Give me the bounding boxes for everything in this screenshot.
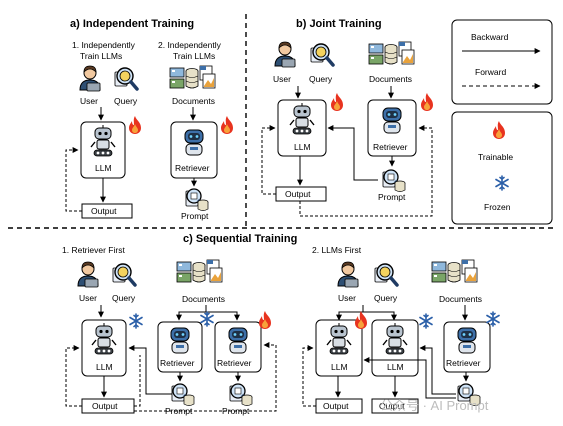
c1-prompt-b-label: Prompt	[222, 406, 250, 416]
a-user-label: User	[80, 96, 98, 106]
c1-retriever-a-label: Retriever	[160, 358, 195, 368]
b-llm-label: LLM	[294, 142, 311, 152]
c1-retriever-a-robot-icon	[170, 327, 190, 354]
c-sub2-label: 2. LLMs First	[312, 245, 362, 255]
b-user-label: User	[273, 74, 291, 84]
b-output-label: Output	[285, 189, 311, 199]
c2-output-b-label: Output	[379, 401, 405, 411]
c1-user-label: User	[79, 293, 97, 303]
a-subtitle-2: 2. Independently	[158, 40, 222, 50]
legend-trainable-label: Trainable	[478, 152, 513, 162]
c2-query-icon	[373, 262, 399, 287]
c2-retriever-robot-icon	[457, 327, 477, 354]
a-documents-label: Documents	[172, 96, 215, 106]
a-retriever-label: Retriever	[175, 163, 210, 173]
c2-llm-b-label: LLM	[387, 362, 404, 372]
c1-prompt-a-icon	[170, 382, 196, 407]
b-retriever-label: Retriever	[373, 142, 408, 152]
c1-query-icon	[111, 262, 137, 287]
c1-prompt-a-label: Prompt	[165, 406, 193, 416]
a-retriever-flame-icon	[221, 116, 233, 134]
c1-llm-snowflake-icon	[129, 313, 143, 329]
c1-query-label: Query	[112, 293, 136, 303]
a-llm-label: LLM	[95, 163, 112, 173]
c1-documents-label: Documents	[182, 294, 225, 304]
watermark: 公众号 · AI Prompt	[380, 398, 489, 413]
section-b-title: b) Joint Training	[296, 18, 382, 30]
c-sub1-label: 1. Retriever First	[62, 245, 125, 255]
b-documents-label: Documents	[369, 74, 412, 84]
a-subtitle-2b: Train LLMs	[173, 51, 215, 61]
c2-llm-a-label: LLM	[331, 362, 348, 372]
b-user-icon	[274, 41, 296, 68]
c1-prompt-b-icon	[228, 382, 254, 407]
legend-arrows-box	[451, 19, 553, 105]
a-user-icon	[79, 65, 101, 92]
section-a-title: a) Independent Training	[70, 18, 194, 30]
section-c-title: c) Sequential Training	[183, 233, 297, 245]
a-prompt-icon	[184, 187, 210, 212]
b-llm-flame-icon	[331, 93, 343, 111]
a-output-label: Output	[91, 206, 117, 216]
legend-forward-label: Forward	[475, 67, 506, 77]
a-subtitle-1b: Train LLMs	[80, 51, 122, 61]
c1-retriever-a-snowflake-icon	[200, 311, 214, 327]
b-prompt-icon	[381, 168, 407, 193]
b-query-icon	[309, 42, 335, 67]
a-query-label: Query	[114, 96, 138, 106]
a-llm-flame-icon	[129, 116, 141, 134]
a-subtitle-1: 1. Independently	[72, 40, 136, 50]
c1-llm-label: LLM	[96, 362, 113, 372]
c2-query-label: Query	[374, 293, 398, 303]
c2-documents-icon	[431, 259, 478, 283]
a-retriever-robot-icon	[184, 129, 204, 156]
c2-llm-b-snowflake-icon	[419, 313, 433, 329]
c2-output-a-label: Output	[323, 401, 349, 411]
c2-output-b-box	[371, 398, 419, 414]
c2-user-icon	[337, 261, 359, 288]
c2-retriever-label: Retriever	[446, 358, 481, 368]
b-retriever-flame-icon	[421, 93, 433, 111]
b-prompt-label: Prompt	[378, 192, 406, 202]
b-retriever-robot-icon	[382, 107, 402, 134]
legend-icons-box	[451, 111, 553, 225]
c1-retriever-b-robot-icon	[228, 327, 248, 354]
b-documents-icon	[368, 41, 415, 65]
legend-backward-label: Backward	[471, 32, 509, 42]
c2-llm-a-flame-icon	[355, 311, 367, 329]
c1-user-icon	[77, 261, 99, 288]
b-query-label: Query	[309, 74, 333, 84]
a-query-icon	[113, 66, 139, 91]
c2-user-label: User	[338, 293, 356, 303]
c1-retriever-b-flame-icon	[259, 311, 271, 329]
c2-documents-label: Documents	[439, 294, 482, 304]
a-documents-icon	[169, 65, 216, 89]
c1-output-label: Output	[92, 401, 118, 411]
legend-frozen-label: Frozen	[484, 202, 511, 212]
c1-documents-icon	[176, 259, 223, 283]
c1-retriever-b-label: Retriever	[217, 358, 252, 368]
a-prompt-label: Prompt	[181, 211, 209, 221]
